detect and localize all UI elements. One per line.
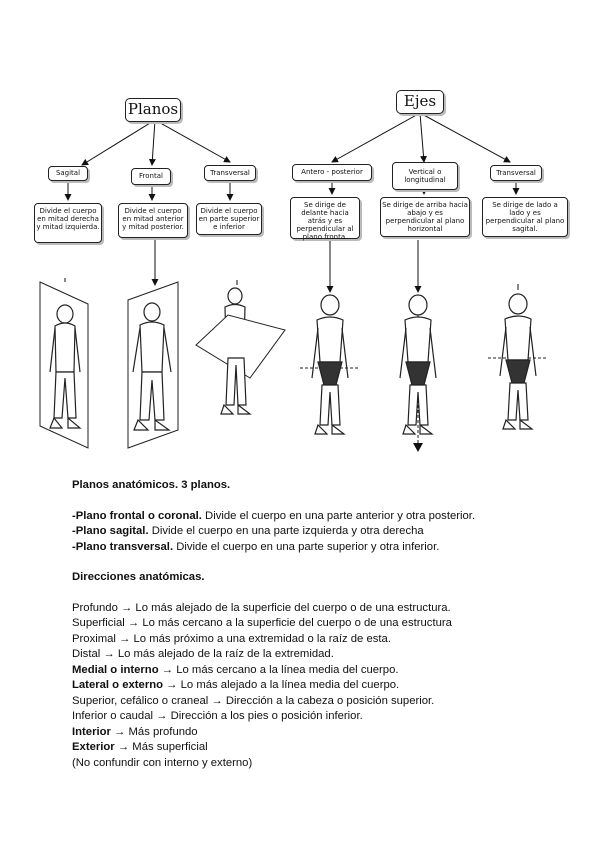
plano-transversal-label-box: Transversal — [204, 165, 256, 181]
eje-antero-posterior-label: Antero - posterior — [301, 168, 363, 176]
plane-definition: -Plano sagital. Divide el cuerpo en una … — [72, 524, 542, 540]
plano-sagital-desc: Divide el cuerpo en mitad derecha y mita… — [36, 207, 100, 231]
eje-antero-posterior-desc: Se dirige de delante hacia atrás y es pe… — [292, 201, 358, 241]
document-text: Planos anatómicos. 3 planos. -Plano fron… — [72, 478, 542, 771]
planos-title-box: Planos — [125, 98, 181, 122]
eje-vertical-label: Vertical o longitudinal — [394, 168, 456, 184]
plano-transversal-desc-box: Divide el cuerpo en parte superior e inf… — [196, 203, 262, 235]
plane-definition: -Plano transversal. Divide el cuerpo en … — [72, 540, 542, 556]
eje-vertical-desc: Se dirige de arriba hacia abajo y es per… — [382, 201, 468, 233]
direction-definition: Exterior → Más superficial — [72, 740, 542, 756]
figure-frontal-plane — [128, 282, 178, 448]
direction-definition: Inferior o caudal → Dirección a los pies… — [72, 709, 542, 725]
ejes-title: Ejes — [404, 93, 436, 110]
plano-frontal-label: Frontal — [139, 172, 163, 180]
plano-transversal-desc: Divide el cuerpo en parte superior e inf… — [198, 207, 260, 231]
section2-heading: Direcciones anatómicas. — [72, 570, 542, 586]
plano-sagital-desc-box: Divide el cuerpo en mitad derecha y mita… — [34, 203, 102, 243]
direction-definition: Distal → Lo más alejado de la raíz de la… — [72, 647, 542, 663]
section1-heading: Planos anatómicos. 3 planos. — [72, 478, 542, 494]
eje-transversal-desc-box: Se dirige de lado a lado y es perpendicu… — [482, 197, 568, 237]
eje-antero-posterior-label-box: Antero - posterior — [292, 164, 372, 181]
anatomy-diagram: Planos Sagital Frontal Transversal Divid… — [0, 0, 600, 460]
figure-antero-posterior-axis — [300, 240, 360, 434]
plano-frontal-desc: Divide el cuerpo en mitad anterior y mit… — [120, 207, 186, 231]
eje-transversal-label: Transversal — [496, 169, 536, 177]
eje-vertical-label-box: Vertical o longitudinal — [392, 162, 458, 190]
figure-vertical-axis — [400, 240, 436, 452]
eje-antero-posterior-desc-box: Se dirige de delante hacia atrás y es pe… — [290, 197, 360, 239]
direction-definition: Medial o interno → Lo más cercano a la l… — [72, 663, 542, 679]
eje-vertical-desc-box: Se dirige de arriba hacia abajo y es per… — [380, 197, 470, 237]
direction-definition: Profundo → Lo más alejado de la superfic… — [72, 601, 542, 617]
direction-definition: Interior → Más profundo — [72, 725, 542, 741]
eje-transversal-label-box: Transversal — [490, 165, 542, 181]
direction-definition: Proximal → Lo más próximo a una extremid… — [72, 632, 542, 648]
plano-frontal-label-box: Frontal — [131, 168, 171, 185]
plano-frontal-desc-box: Divide el cuerpo en mitad anterior y mit… — [118, 203, 188, 238]
plano-transversal-label: Transversal — [210, 169, 250, 177]
plano-sagital-label: Sagital — [56, 169, 80, 177]
planos-title: Planos — [128, 101, 178, 118]
direction-note: (No confundir con interno y externo) — [72, 756, 542, 772]
figure-sagittal-plane — [40, 278, 88, 448]
plane-definition: -Plano frontal o coronal. Divide el cuer… — [72, 509, 542, 525]
direction-definition: Lateral o externo → Lo más alejado a la … — [72, 678, 542, 694]
direction-definition: Superficial → Lo más cercano a la superf… — [72, 616, 542, 632]
plano-sagital-label-box: Sagital — [48, 166, 88, 181]
eje-transversal-desc: Se dirige de lado a lado y es perpendicu… — [484, 201, 566, 233]
figure-transverse-plane — [196, 280, 285, 414]
direction-definition: Superior, cefálico o craneal → Dirección… — [72, 694, 542, 710]
figure-transverse-axis — [488, 284, 548, 429]
ejes-title-box: Ejes — [396, 90, 444, 114]
